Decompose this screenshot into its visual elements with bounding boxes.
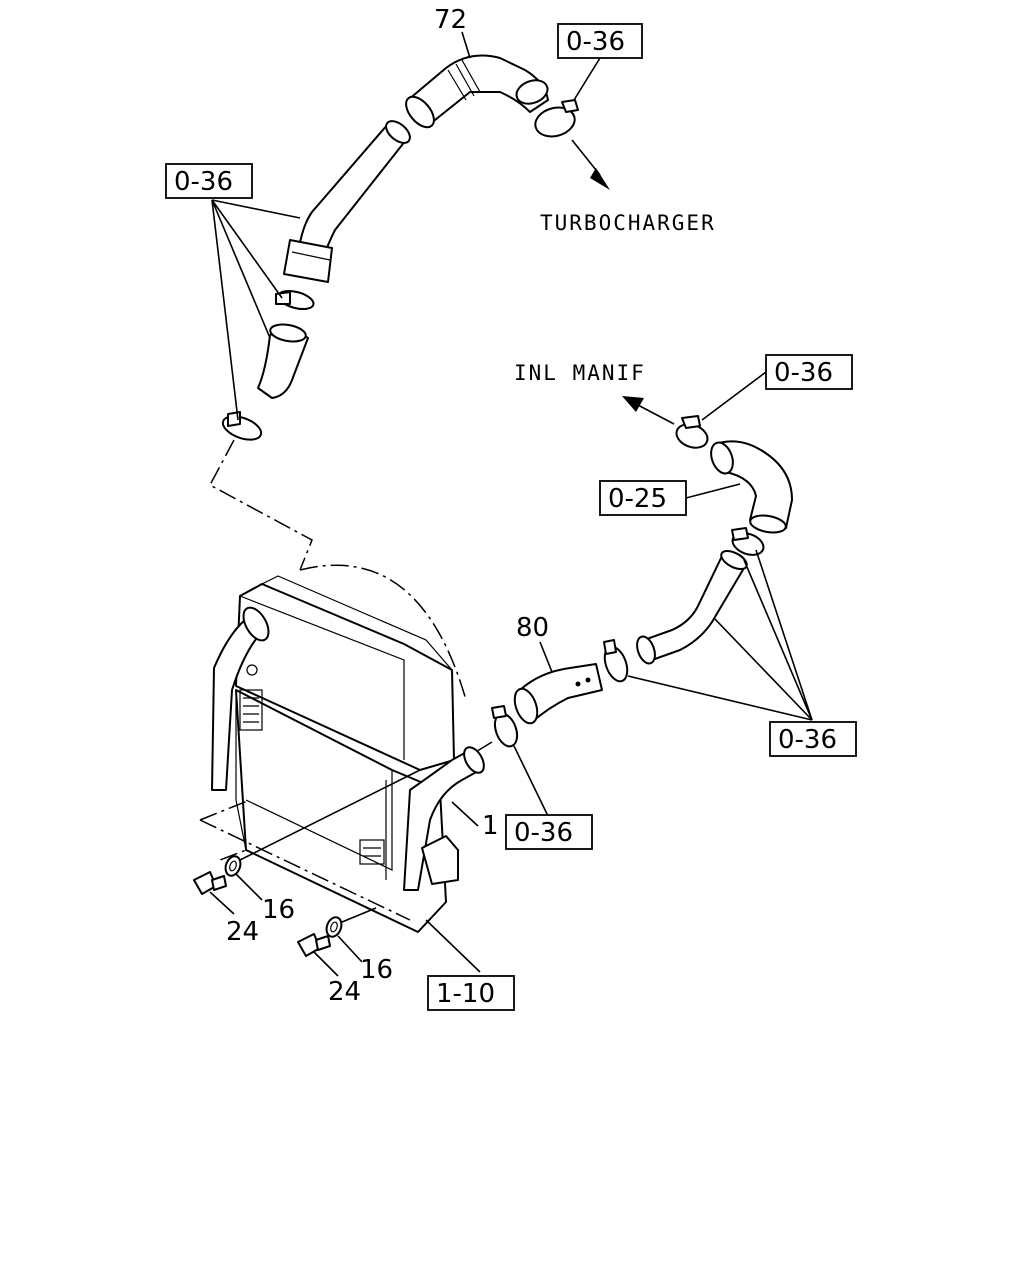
bolt-24-b bbox=[297, 933, 331, 957]
leader-inlet-clamp bbox=[701, 371, 767, 421]
hose-72 bbox=[405, 54, 549, 129]
note-turbocharger: TURBOCHARGER bbox=[540, 211, 716, 235]
leader-intercooler-bracket bbox=[425, 919, 481, 973]
turbo-clamp bbox=[534, 99, 579, 138]
part-number-1: 1 bbox=[482, 811, 499, 841]
leader-top-right-ref bbox=[573, 57, 601, 101]
inlet-clamp bbox=[675, 415, 709, 449]
leader-washer-b-mount bbox=[341, 907, 377, 923]
leaders-right-clamps bbox=[627, 549, 813, 721]
hose-80 bbox=[513, 663, 603, 725]
part-number-80: 80 bbox=[516, 613, 549, 643]
washer-16-a bbox=[224, 855, 242, 877]
arrow-inlet-head bbox=[622, 396, 644, 412]
leader-washer-a-mount bbox=[239, 769, 421, 861]
connector-left bbox=[208, 439, 313, 571]
bolt-24-a bbox=[193, 871, 227, 895]
right-long-pipe bbox=[636, 549, 748, 665]
leader-72 bbox=[461, 31, 471, 59]
leader-center-clamp bbox=[513, 745, 549, 817]
ref-top-left: 0-36 bbox=[174, 167, 233, 197]
leader-16-b bbox=[337, 935, 363, 963]
intercooler-arc bbox=[299, 564, 467, 701]
ref-box-center-clamp[interactable] bbox=[505, 814, 593, 850]
ref-box-top-left[interactable] bbox=[165, 163, 253, 199]
ref-box-inlet-hose[interactable] bbox=[599, 480, 687, 516]
lower-left-clamp bbox=[221, 411, 263, 441]
intercooler bbox=[199, 564, 485, 933]
upper-left-pipe bbox=[283, 120, 411, 283]
part-number-16-a: 16 bbox=[262, 895, 295, 925]
ref-center-clamp: 0-36 bbox=[514, 818, 573, 848]
note-inlet-manifold: INL MANIF bbox=[514, 361, 646, 385]
leader-1 bbox=[451, 801, 479, 827]
right-upper-clamp bbox=[731, 527, 765, 556]
part-number-16-b: 16 bbox=[360, 955, 393, 985]
part-number-24-b: 24 bbox=[328, 977, 361, 1007]
ref-box-inlet-clamp[interactable] bbox=[765, 354, 853, 390]
leader-inlet-hose bbox=[685, 483, 741, 499]
leaders-top-left-ref bbox=[211, 199, 301, 421]
ref-intercooler-bracket: 1-10 bbox=[436, 979, 495, 1009]
ref-inlet-clamp: 0-36 bbox=[774, 358, 833, 388]
leader-24-b bbox=[313, 951, 339, 977]
arrow-inlet-shaft bbox=[635, 403, 675, 425]
part-number-24-a: 24 bbox=[226, 917, 259, 947]
inlet-hose bbox=[710, 440, 793, 534]
leader-16-a bbox=[235, 873, 263, 901]
ref-right-clamps: 0-36 bbox=[778, 725, 837, 755]
upper-left-hose bbox=[257, 323, 309, 399]
part-number-72: 72 bbox=[434, 5, 467, 35]
center-clamp bbox=[491, 705, 519, 748]
upper-left-clamp bbox=[275, 289, 315, 311]
right-lower-clamp bbox=[603, 639, 629, 683]
ref-box-top-right[interactable] bbox=[557, 23, 643, 59]
leader-80 bbox=[539, 641, 553, 673]
ref-top-right: 0-36 bbox=[566, 27, 625, 57]
ref-inlet-hose: 0-25 bbox=[608, 484, 667, 514]
arrow-turbocharger-head bbox=[590, 168, 610, 190]
ref-box-intercooler-bracket[interactable] bbox=[427, 975, 515, 1011]
leader-24-a bbox=[209, 891, 235, 915]
washer-16-b bbox=[325, 916, 343, 938]
ref-box-right-clamps[interactable] bbox=[769, 721, 857, 757]
